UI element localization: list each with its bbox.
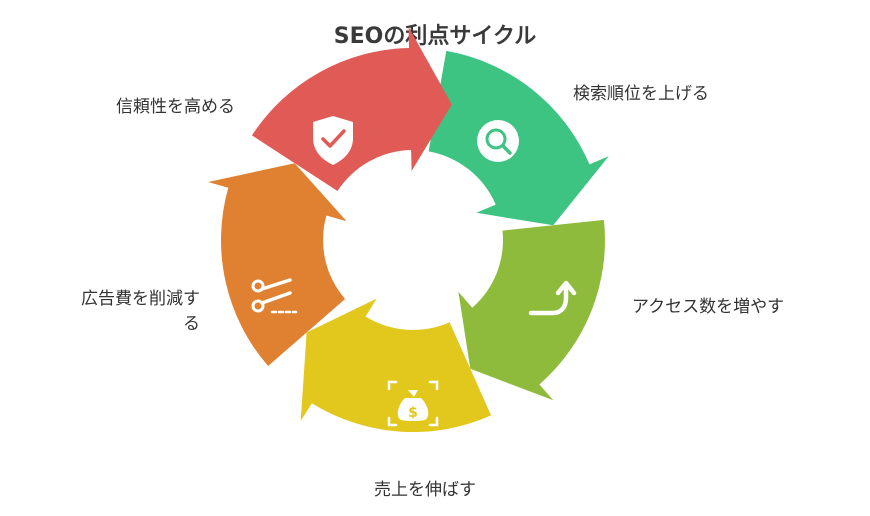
upward-arrow-icon [528, 280, 577, 316]
segment-increase-traffic [458, 219, 605, 401]
scissors-icon [251, 278, 298, 314]
step-label-reduce-ad-cost-line2: る [183, 314, 200, 334]
step-label-search-ranking: 検索順位を上げる [573, 84, 709, 104]
diagram-title: SEOの利点サイクル [333, 24, 537, 49]
money-bag-icon: $ [387, 380, 439, 427]
shield-check-icon [313, 116, 353, 165]
step-label-increase-trust: 信頼性を高める [116, 97, 235, 117]
segment-reduce-ad-cost [208, 163, 347, 366]
segment-increase-trust [252, 27, 452, 191]
magnifier-icon [477, 120, 519, 162]
step-label-reduce-ad-cost-line1: 広告費を削減す [81, 289, 200, 309]
segment-grow-sales [300, 298, 492, 433]
step-label-increase-traffic: アクセス数を増やす [632, 297, 785, 317]
svg-text:$: $ [408, 405, 418, 421]
step-label-grow-sales: 売上を伸ばす [374, 480, 476, 500]
